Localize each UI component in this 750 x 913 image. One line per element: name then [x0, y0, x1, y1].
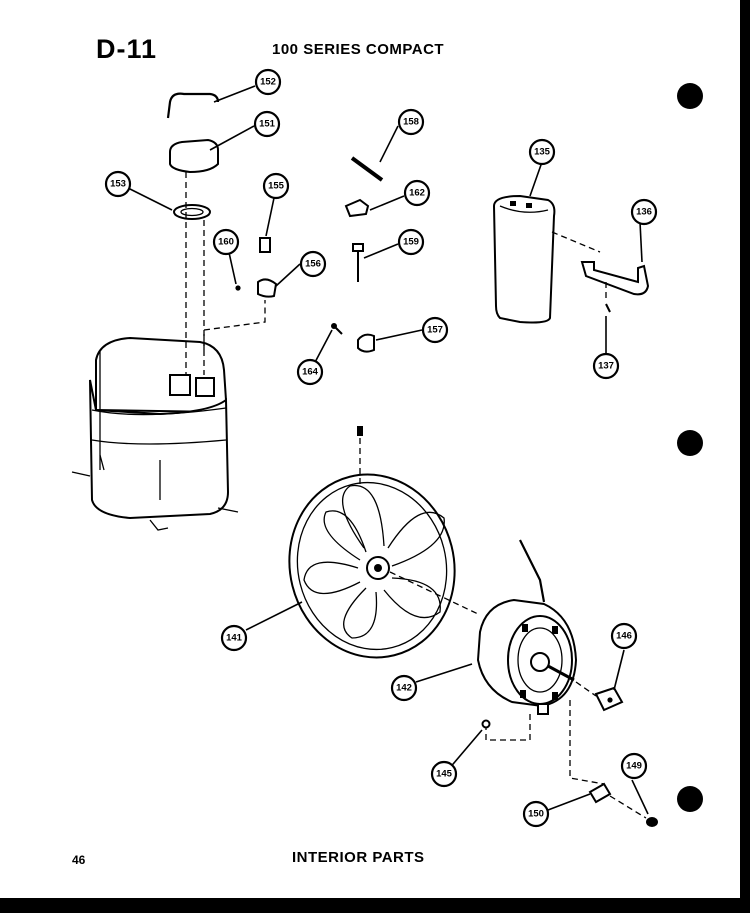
svg-text:136: 136 [636, 207, 652, 218]
svg-text:150: 150 [528, 809, 544, 820]
callout-149: 149 [620, 752, 648, 780]
part-150-capacitor [588, 782, 612, 804]
callout-152: 152 [254, 68, 282, 96]
part-159-screw [352, 243, 364, 282]
callout-164: 164 [296, 358, 324, 386]
part-160-screw [235, 285, 241, 291]
svg-text:146: 146 [616, 631, 632, 642]
callout-153: 153 [104, 170, 132, 198]
callout-136: 136 [630, 198, 658, 226]
callout-150: 150 [522, 800, 550, 828]
part-136-strap [580, 261, 650, 296]
svg-text:153: 153 [110, 179, 126, 190]
footer-title: INTERIOR PARTS [292, 849, 425, 866]
diagram-code: D-11 [96, 34, 158, 64]
motor-lead-wire [519, 539, 546, 603]
part-141-fan-blade [288, 473, 456, 659]
part-137-screw [605, 303, 611, 313]
svg-text:164: 164 [302, 367, 319, 378]
part-142-motor [476, 598, 578, 715]
svg-text:141: 141 [226, 633, 243, 644]
punch-hole-top [677, 83, 703, 109]
svg-text:137: 137 [598, 361, 614, 372]
part-157-clamp [357, 333, 375, 353]
part-156-mount [257, 278, 278, 298]
svg-text:159: 159 [403, 237, 419, 248]
callout-162: 162 [403, 179, 431, 207]
part-145-nut [481, 719, 491, 729]
callout-145: 145 [430, 760, 458, 788]
part-146-bracket [594, 686, 624, 712]
svg-text:142: 142 [396, 683, 412, 694]
svg-text:156: 156 [305, 259, 321, 270]
part-162-bracket [344, 198, 370, 218]
callout-157: 157 [421, 316, 449, 344]
svg-text:149: 149 [626, 761, 642, 772]
part-153-gasket [173, 204, 211, 220]
svg-text:151: 151 [259, 119, 276, 130]
svg-text:160: 160 [218, 237, 234, 248]
svg-text:145: 145 [436, 769, 453, 780]
svg-text:157: 157 [427, 325, 443, 336]
callout-142: 142 [390, 674, 418, 702]
part-155-grommet [259, 237, 271, 253]
part-151-terminal-cover [169, 138, 219, 174]
punch-hole-middle [677, 430, 703, 456]
punch-hole-bottom [677, 786, 703, 812]
part-158-rod [350, 156, 384, 182]
callout-135: 135 [528, 138, 556, 166]
part-149-cap [646, 817, 658, 827]
svg-text:152: 152 [260, 77, 276, 88]
callout-141: 141 [220, 624, 248, 652]
callout-156: 156 [299, 250, 327, 278]
callout-158: 158 [397, 108, 425, 136]
page-number: 46 [72, 853, 86, 867]
compressor-illustration [71, 336, 239, 531]
callout-155: 155 [262, 172, 290, 200]
callout-151: 151 [253, 110, 281, 138]
part-135-capacitor [492, 194, 556, 324]
svg-text:155: 155 [268, 181, 285, 192]
callout-137: 137 [592, 352, 620, 380]
svg-text:162: 162 [409, 188, 425, 199]
series-title: 100 SERIES COMPACT [272, 41, 445, 58]
svg-text:158: 158 [403, 117, 419, 128]
callout-160: 160 [212, 228, 240, 256]
callout-146: 146 [610, 622, 638, 650]
svg-text:135: 135 [534, 147, 551, 158]
part-152-clip [166, 92, 220, 119]
callout-159: 159 [397, 228, 425, 256]
